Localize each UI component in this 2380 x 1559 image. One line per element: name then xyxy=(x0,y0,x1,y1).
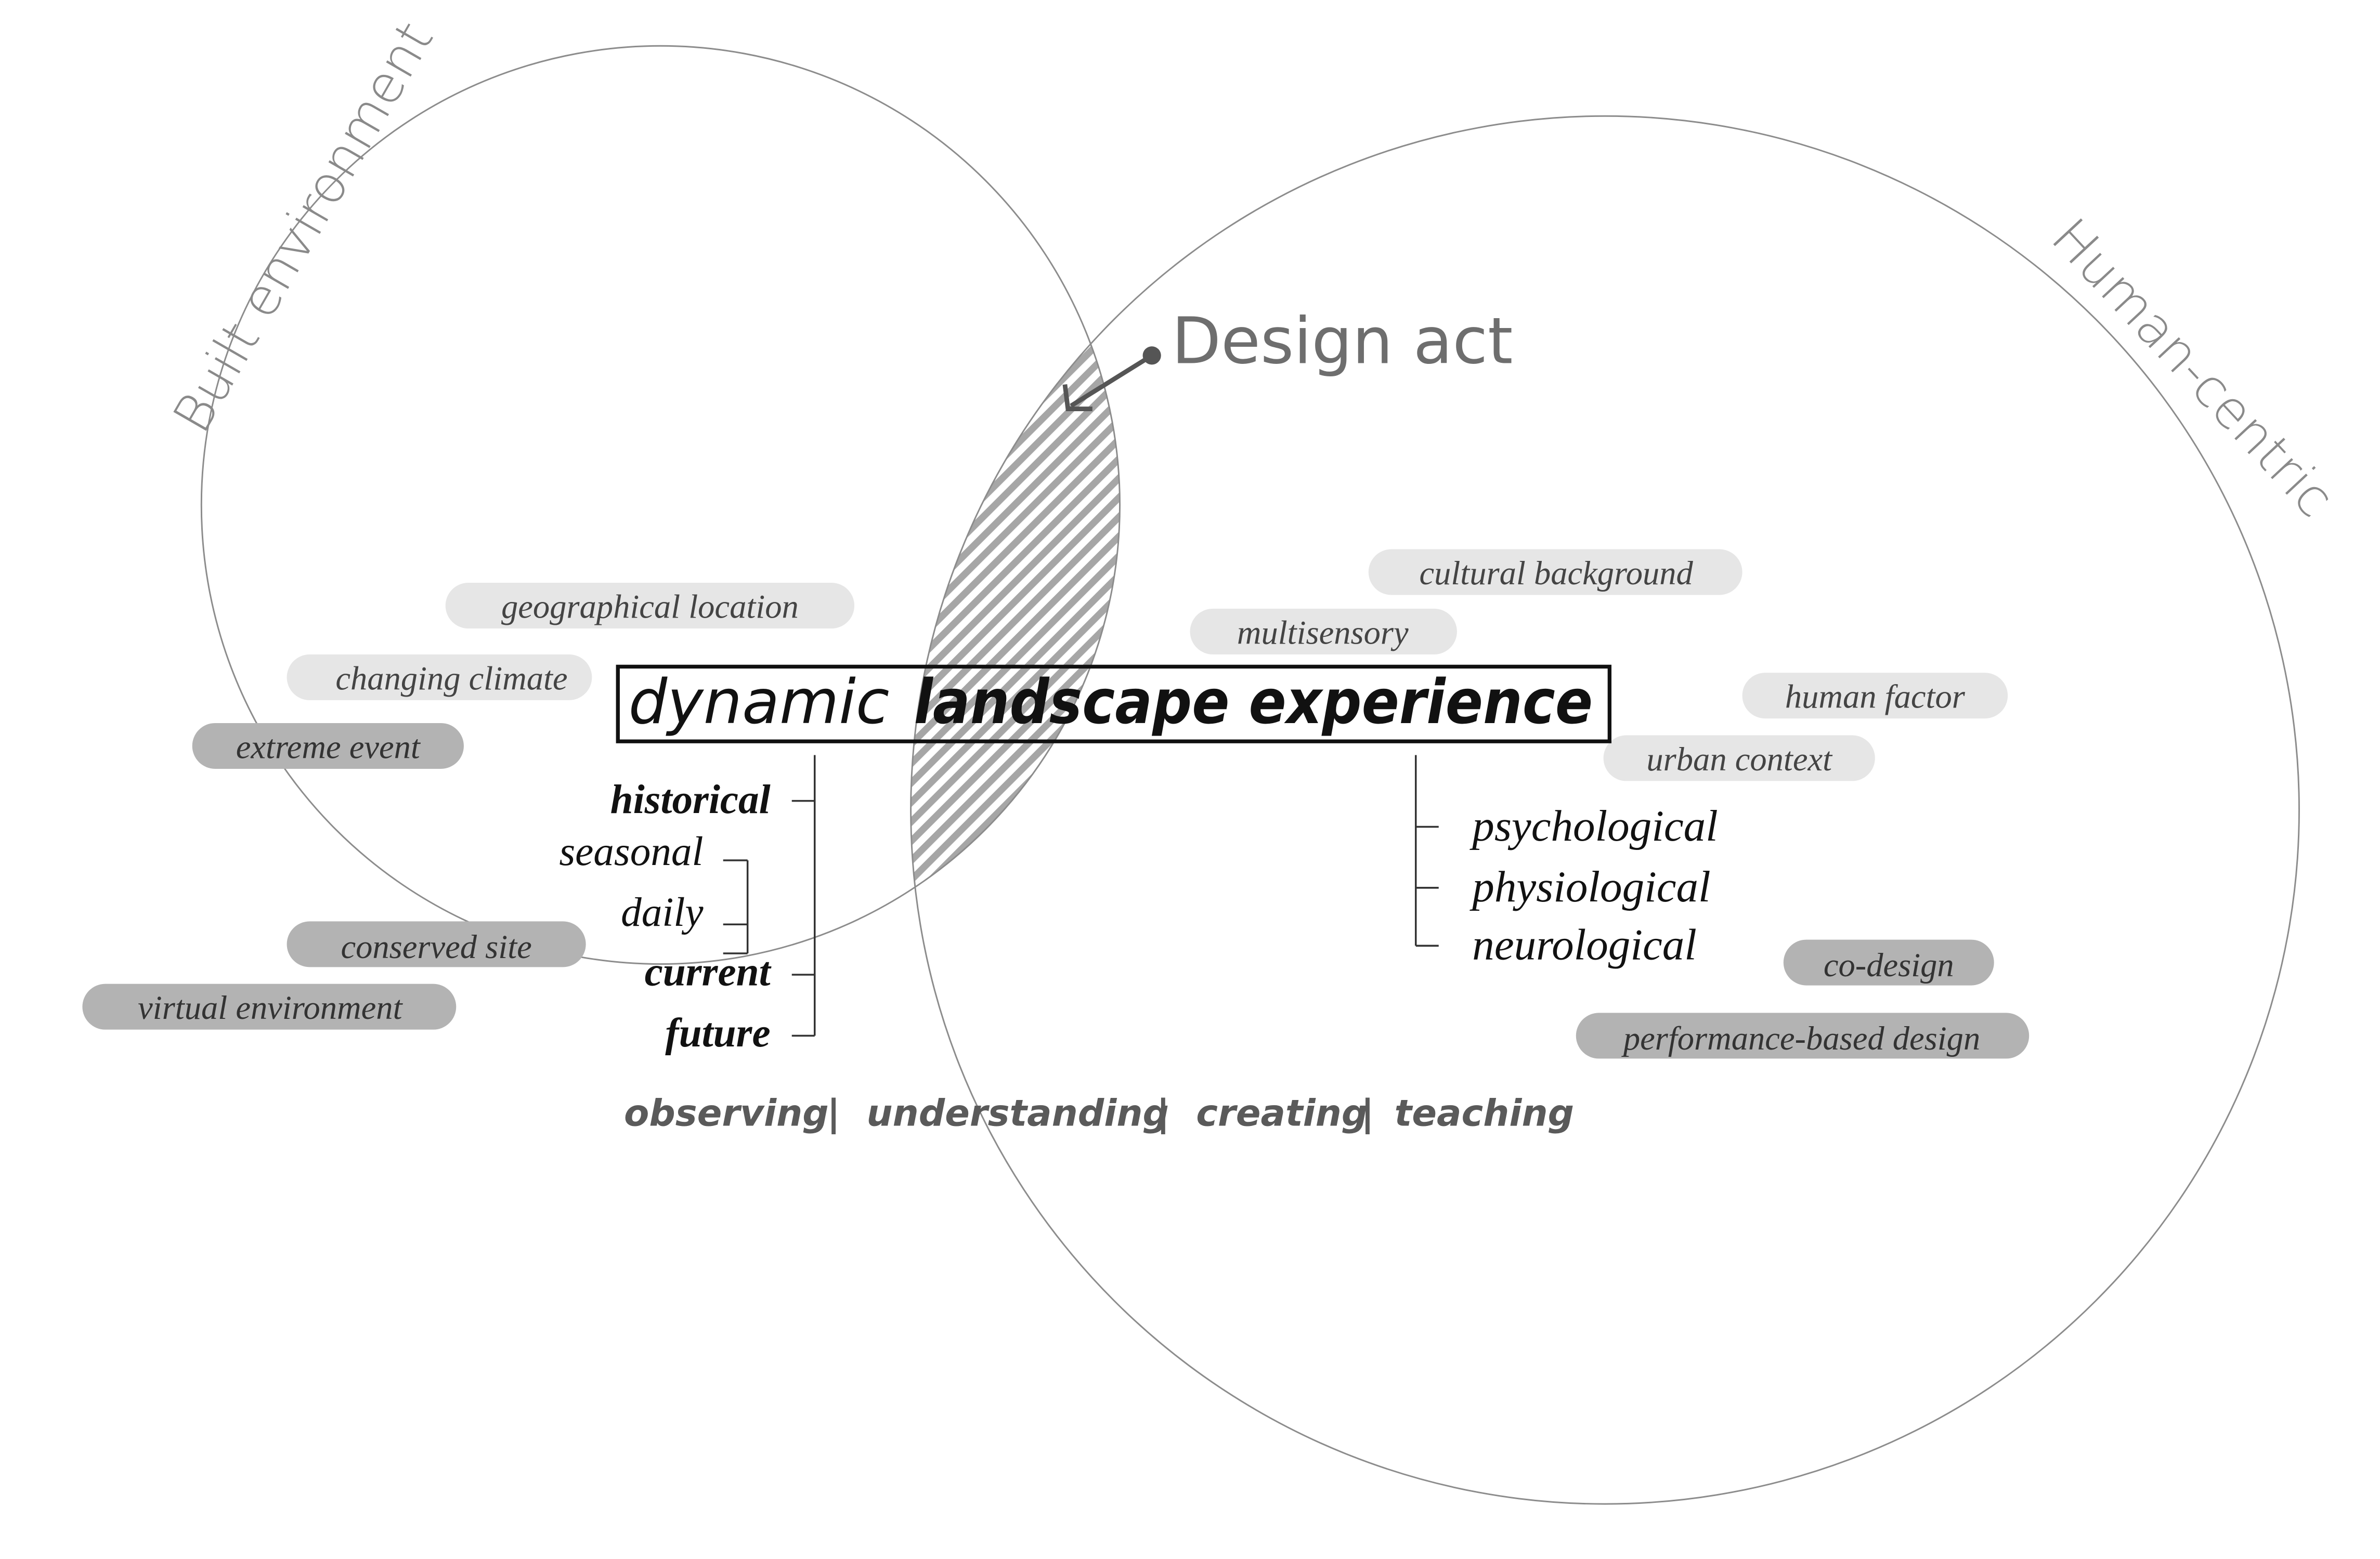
tag-multisensory-label: multisensory xyxy=(1237,613,1409,651)
timescale-bracket xyxy=(723,755,816,1037)
tag-conserved-site-label: conserved site xyxy=(341,928,531,965)
aspect-psychological: psychological xyxy=(1469,802,1718,850)
tag-virtual-environment xyxy=(82,984,457,1030)
tag-cultural-background-label: cultural background xyxy=(1419,554,1693,592)
tag-geographical-location xyxy=(445,583,855,629)
timescale-current: current xyxy=(645,949,772,995)
tag-urban-context-label: urban context xyxy=(1646,740,1833,778)
human-aspects-bracket xyxy=(1414,755,1439,947)
tag-performance-based-design xyxy=(1576,1013,2030,1059)
tag-multisensory xyxy=(1190,608,1457,654)
tag-changing-climate xyxy=(287,654,592,700)
central-landscape-experience-label: landscape experience xyxy=(914,666,1593,738)
timescale-daily: daily xyxy=(621,889,704,935)
aspect-neurological: neurological xyxy=(1472,921,1697,970)
tag-urban-context xyxy=(1603,735,1875,781)
activity-teaching: teaching xyxy=(1395,1092,1574,1135)
tag-human-factor xyxy=(1742,673,2008,719)
design-act-label: Design act xyxy=(1172,305,1513,379)
built-environment-circle xyxy=(200,45,1121,965)
design-act-arrowhead xyxy=(1062,384,1093,411)
activity-separator-1: | xyxy=(827,1092,840,1135)
tag-human-factor-label: human factor xyxy=(1785,678,1966,715)
aspect-physiological: physiological xyxy=(1469,862,1710,911)
tag-co-design-label: co-design xyxy=(1824,946,1954,984)
timescale-historical: historical xyxy=(610,777,771,822)
activity-understanding: understanding xyxy=(866,1092,1168,1135)
activity-separator-3: | xyxy=(1361,1092,1374,1135)
central-concept-box xyxy=(616,664,1612,743)
timescale-seasonal: seasonal xyxy=(559,829,703,874)
tag-geographical-location-label: geographical location xyxy=(501,587,799,625)
tag-extreme-event-label: extreme event xyxy=(236,728,421,765)
activity-separator-2: | xyxy=(1156,1092,1170,1135)
tag-extreme-event xyxy=(192,723,464,769)
human-centric-label: Human-centric xyxy=(2040,206,2346,528)
tag-co-design xyxy=(1783,939,1994,986)
tag-changing-climate-label: changing climate xyxy=(335,659,567,697)
activity-creating: creating xyxy=(1196,1092,1368,1135)
tag-cultural-background xyxy=(1368,549,1742,595)
timescale-future: future xyxy=(665,1010,770,1056)
design-act-pointer-arrow xyxy=(1070,353,1153,408)
activity-observing: observing xyxy=(624,1092,829,1135)
tag-performance-based-design-label: performance-based design xyxy=(1621,1019,1980,1057)
central-dynamic-label: dynamic xyxy=(629,666,890,738)
built-environment-label: Built environment xyxy=(161,11,445,442)
tag-virtual-environment-label: virtual environment xyxy=(138,989,403,1026)
tag-conserved-site xyxy=(287,921,586,967)
human-centric-circle xyxy=(910,115,2300,1505)
